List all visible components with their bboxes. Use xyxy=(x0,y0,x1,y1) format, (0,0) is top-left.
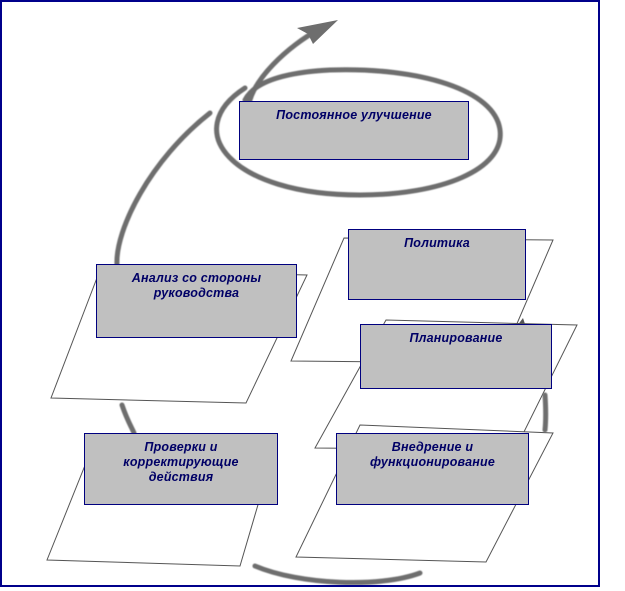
arrowhead-top-icon xyxy=(297,20,338,44)
box-management-review: Анализ со стороны руководства xyxy=(96,264,297,338)
box-continuous-improvement-text: Постоянное улучшение xyxy=(276,108,432,122)
box-implementation-line-1: Внедрение и xyxy=(391,440,474,454)
upper-arc-arrow xyxy=(245,27,321,113)
box-checking: Проверки и корректирующие действия xyxy=(84,433,278,505)
box-checking-line-3: действия xyxy=(148,470,214,484)
box-continuous-improvement: Постоянное улучшение xyxy=(239,101,469,160)
box-management-review-line-1: Анализ со стороны xyxy=(131,271,262,285)
cycle-arc-bottom xyxy=(252,563,423,586)
cycle-arc-right xyxy=(542,392,549,433)
box-implementation: Внедрение и функционирование xyxy=(336,433,529,505)
box-management-review-line-2: руководства xyxy=(153,286,240,300)
box-checking-line-2: корректирующие xyxy=(123,455,239,469)
improvement-loop-arrow xyxy=(214,67,503,198)
cycle-arc-left xyxy=(114,110,213,268)
box-policy-text: Политика xyxy=(404,236,470,250)
box-checking-line-1: Проверки и xyxy=(144,440,218,454)
box-planning: Планирование xyxy=(360,324,552,389)
box-policy: Политика xyxy=(348,229,526,300)
box-implementation-line-2: функционирование xyxy=(369,455,496,469)
cycle-arc-left-lower xyxy=(119,402,137,436)
box-planning-text: Планирование xyxy=(409,331,503,345)
